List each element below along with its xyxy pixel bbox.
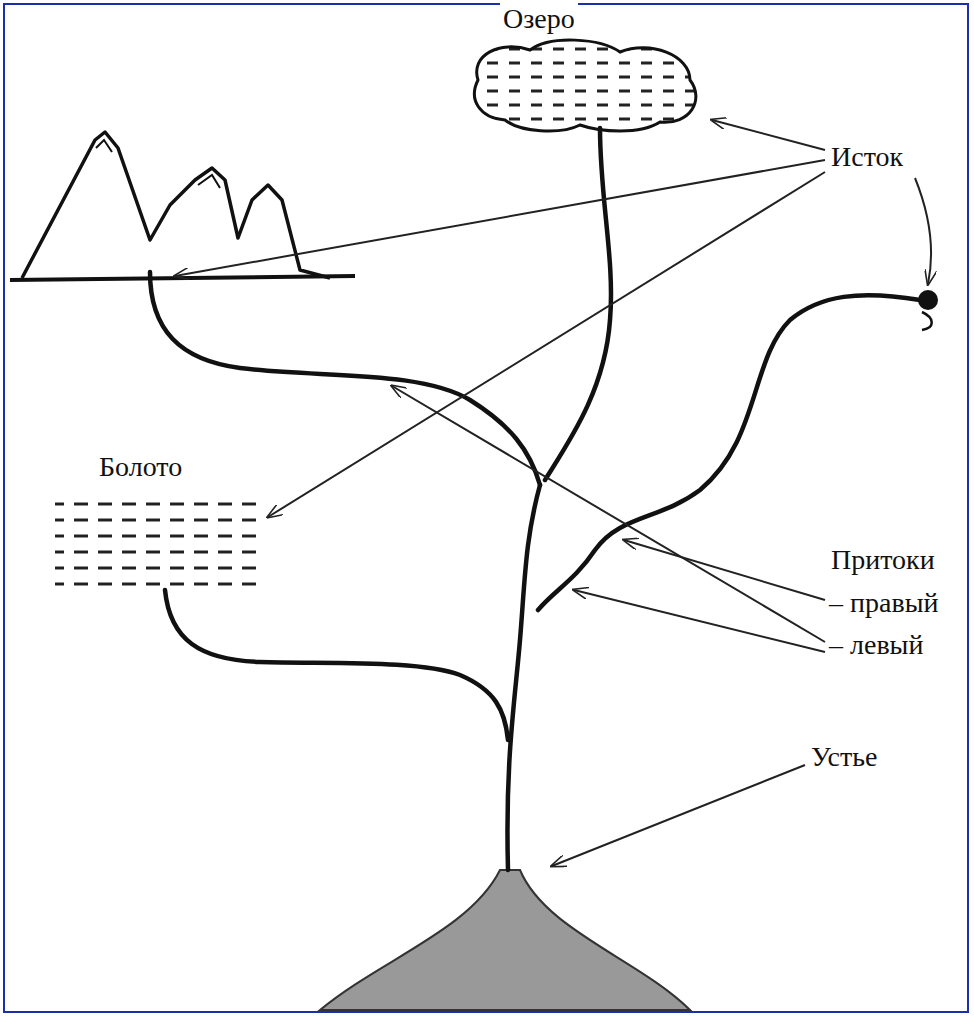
node-text: Озеро — [500, 3, 578, 34]
node-text: Болото — [96, 451, 185, 482]
source-label: Исток — [828, 142, 906, 173]
right-tributary-label: – правый — [826, 588, 941, 619]
mouth-label: Устье — [808, 742, 880, 773]
tributaries-label: Притоки — [828, 545, 938, 576]
left-tributary-label: – левый — [826, 630, 926, 661]
swamp-label: Болото — [96, 452, 185, 483]
lake-label: Озеро — [500, 4, 578, 35]
